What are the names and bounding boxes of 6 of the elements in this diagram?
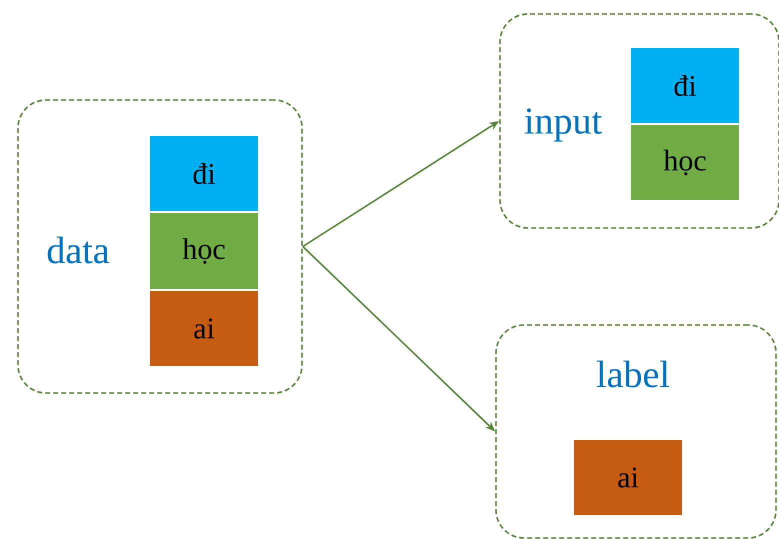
word-cell: đi [631, 48, 739, 123]
word-cell: ai [150, 291, 258, 366]
word-cell: học [631, 125, 739, 200]
word-cell: học [150, 213, 258, 289]
word-cell: ai [574, 440, 682, 515]
word-cell: đi [150, 136, 258, 211]
